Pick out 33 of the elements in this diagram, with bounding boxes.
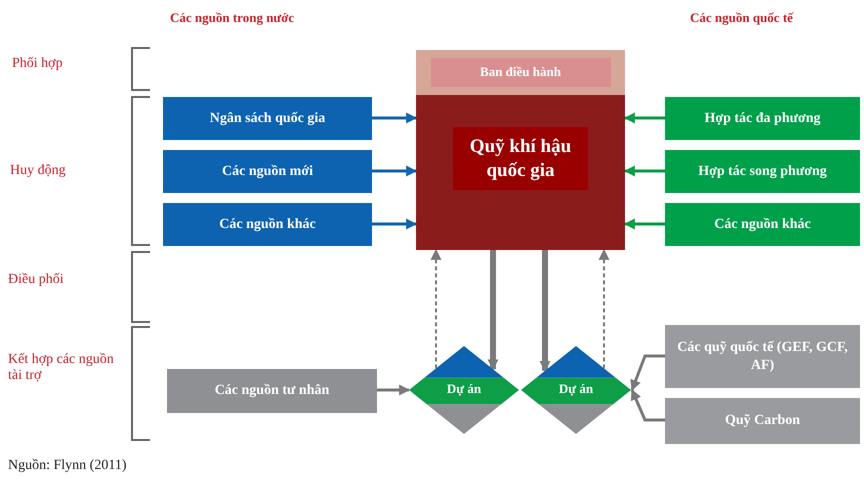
arrow [372, 166, 418, 176]
column-heading: Các nguồn trong nước [170, 10, 294, 26]
source-box: Các quỹ quốc tế (GEF, GCF, AF) [665, 325, 860, 388]
source-box: Các nguồn mới [163, 150, 372, 193]
row-label: Huy động [10, 163, 66, 179]
arrow [372, 218, 418, 230]
arrow [488, 250, 498, 370]
row-label: Điều phối [8, 272, 64, 288]
board-band: Ban điều hành [416, 50, 625, 95]
source-box: Các nguồn khác [665, 203, 860, 246]
arrow [598, 248, 610, 368]
arrow [624, 112, 665, 124]
source-box: Các nguồn tư nhân [167, 369, 377, 413]
caption: Nguồn: Flynn (2011) [8, 458, 126, 474]
node-label: Dự án [446, 380, 482, 396]
arrow [624, 166, 665, 176]
arrow [430, 248, 442, 368]
source-box: Quỹ Carbon [665, 398, 860, 444]
source-box: Hợp tác song phương [665, 150, 860, 193]
arrow [372, 112, 418, 124]
row-label: Phối hợp [12, 56, 63, 72]
fund-box: Quỹ khí hậu quốc gia [416, 95, 625, 250]
source-box: Hợp tác đa phương [665, 97, 860, 140]
source-box: Ngân sách quốc gia [163, 97, 372, 140]
column-heading: Các nguồn quốc tế [690, 10, 793, 26]
arrow [630, 354, 665, 392]
arrow [377, 384, 410, 396]
node-label: Dự án [558, 380, 594, 396]
source-box: Các nguồn khác [163, 203, 372, 246]
row-label: Kết hợp các nguồn tài trợ [8, 352, 115, 384]
arrow [630, 389, 665, 422]
arrow [540, 250, 550, 372]
arrow [624, 218, 665, 230]
